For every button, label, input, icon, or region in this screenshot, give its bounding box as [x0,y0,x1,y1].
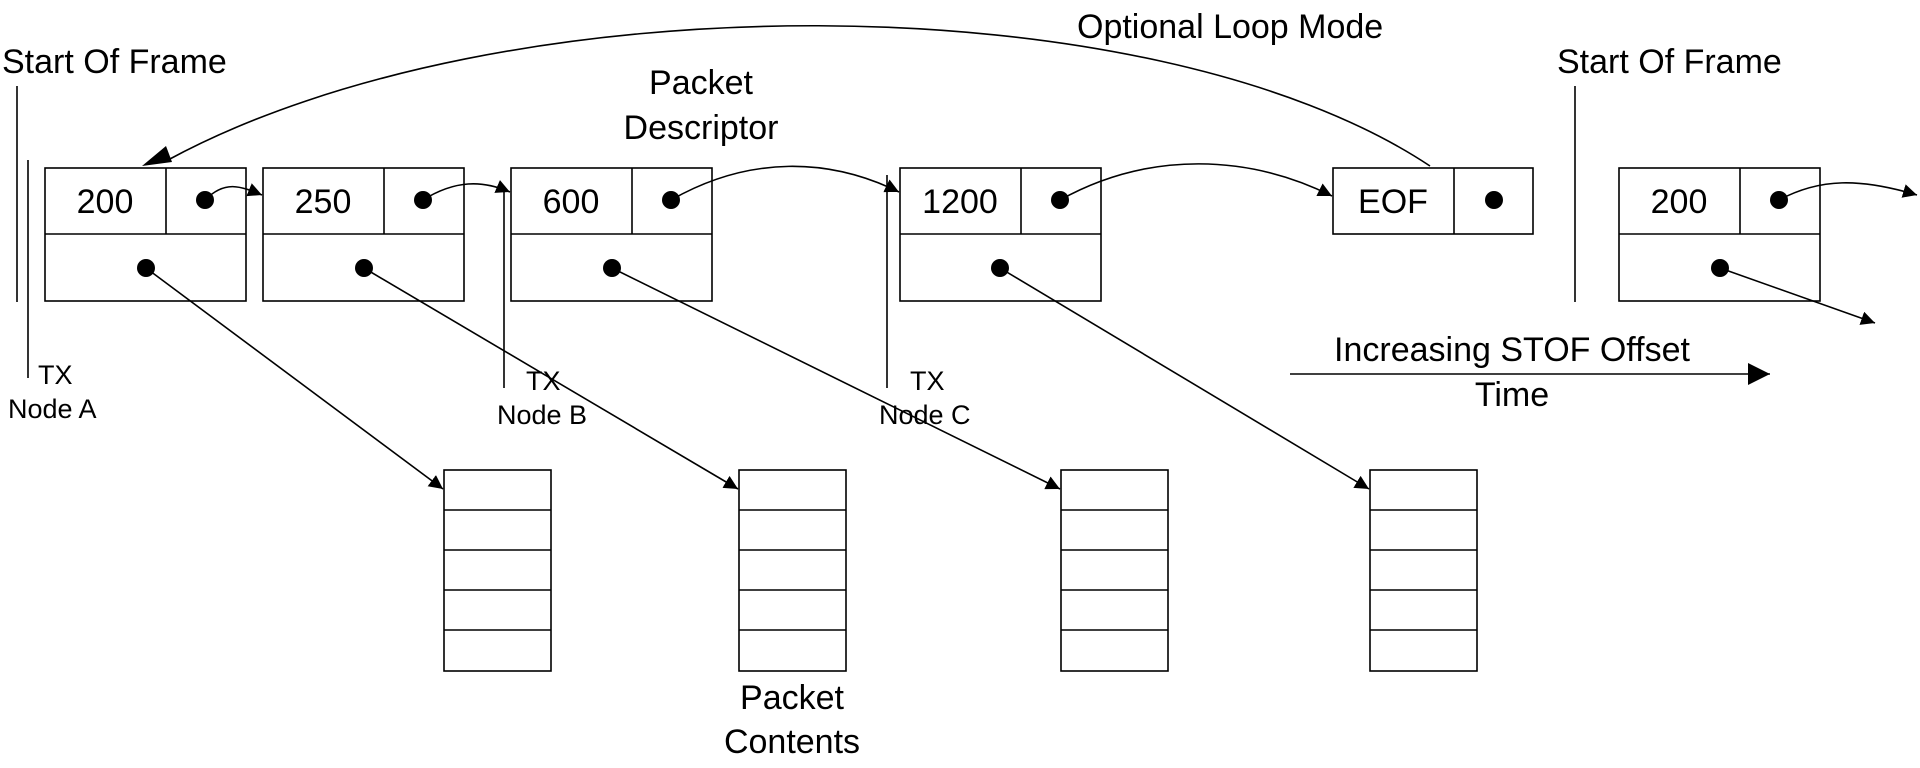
packet-descriptor: 200 [44,167,247,302]
tx-node-a-node: Node A [8,394,97,424]
descriptor-offset-value: 200 [1651,183,1708,221]
descriptor-offset-value: 250 [295,183,352,221]
time-axis-label-line1: Increasing STOF Offset [1334,331,1690,369]
packet-contents-stack [1369,469,1478,672]
packet-descriptor: 1200 [899,167,1102,302]
next-pointer-arrow [422,180,511,201]
next-pointer-arrow [670,165,900,201]
start-of-frame-label-1: Start Of Frame [2,43,227,81]
contents-pointer-arrow [1719,267,1876,325]
descriptor-offset-value: 1200 [922,183,998,221]
packet-descriptor-title-line2: Descriptor [624,109,779,147]
packet-contents-stack [738,469,847,672]
loop-mode-label: Optional Loop Mode [1077,8,1383,46]
packet-descriptor: 250 [262,167,465,302]
contents-pointer-arrow [363,267,739,490]
contents-pointer-arrow [145,267,444,490]
tx-node-c-node: Node C [879,400,971,430]
loop-pointer-dot [1485,191,1503,209]
eof-descriptor: EOF [1332,167,1534,235]
loop-arrowhead [142,146,172,166]
tx-node-a-tx: TX [38,360,73,390]
tx-node-c-tx: TX [910,366,945,396]
tx-node-b-node: Node B [497,400,587,430]
start-of-frame-label-2: Start Of Frame [1557,43,1782,81]
packet-contents-label-line1: Packet [740,679,844,717]
packet-descriptor-title-line1: Packet [649,64,753,102]
loop-arc [167,24,1431,167]
descriptor-offset-value: 200 [77,183,134,221]
packet-descriptor: 200 [1618,167,1821,302]
packet-contents-label-line2: Contents [724,723,860,761]
descriptor-offset-value: 600 [543,183,600,221]
contents-pointer-arrow [999,267,1370,490]
next-pointer-arrow [204,183,263,201]
next-pointer-arrow [1778,182,1918,201]
eof-value: EOF [1358,183,1428,221]
packet-contents-stack [1060,469,1169,672]
packet-contents-stack [443,469,552,672]
time-axis-label-line2: Time [1475,376,1549,414]
contents-pointer-arrow [611,267,1061,490]
packet-descriptor: 600 [510,167,713,302]
next-pointer-arrow [1059,163,1333,201]
